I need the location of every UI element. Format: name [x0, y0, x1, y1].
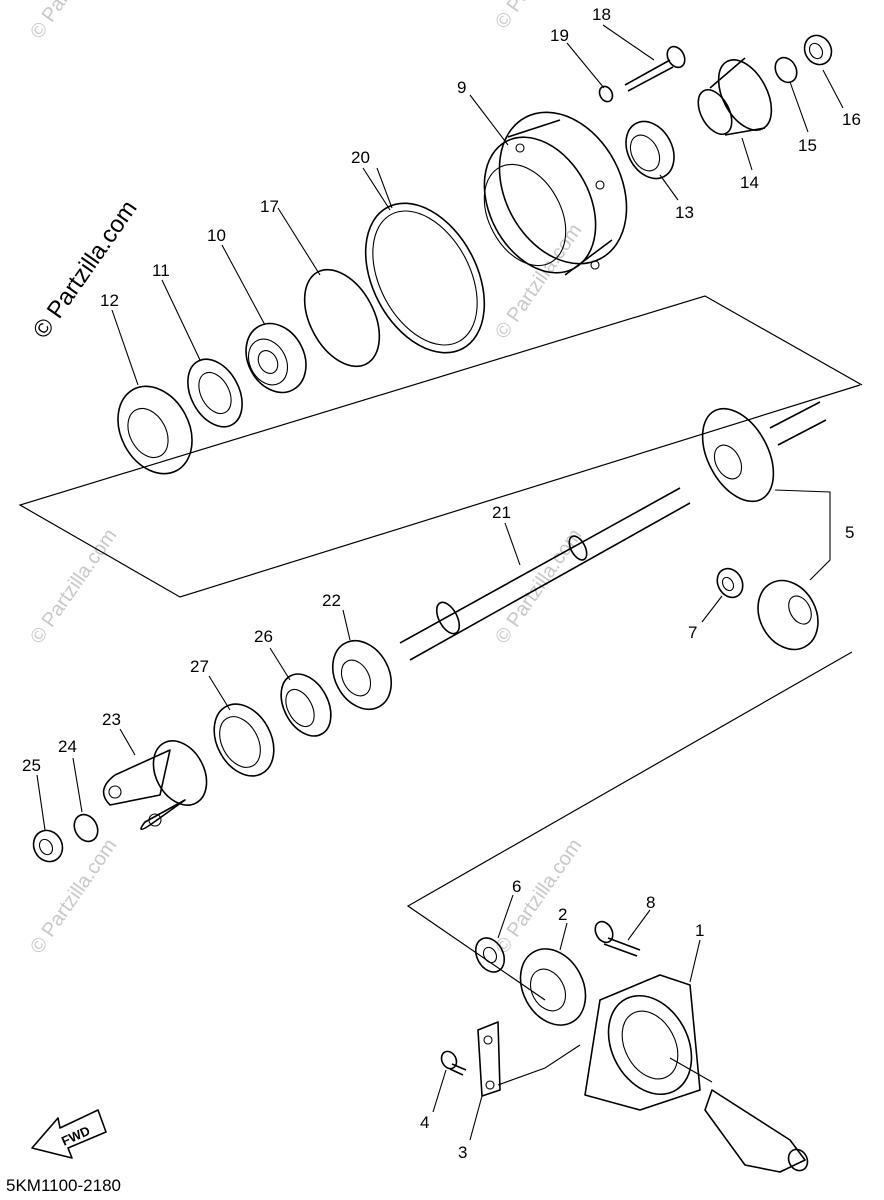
assembly-frames: [18, 295, 863, 1001]
part-7-nut: [716, 567, 744, 599]
callout-16: 16: [842, 110, 861, 129]
watermark-mid-upper: © Partzilla.com: [491, 220, 586, 343]
callout-9: 9: [457, 78, 466, 97]
callout-1: 1: [695, 921, 704, 940]
part-4-screw: [440, 1050, 467, 1076]
callout-17: 17: [260, 197, 279, 216]
callout-15: 15: [798, 136, 817, 155]
part-22-bearing: [331, 639, 393, 711]
callout-12: 12: [100, 291, 119, 310]
callout-14: 14: [740, 173, 759, 192]
part-18-bolt: [624, 45, 686, 92]
diagram-code: 5KM1100-2180: [6, 1176, 121, 1195]
part-27-seal: [213, 703, 275, 777]
part-3-bracket: [477, 1021, 581, 1097]
part-23-yoke: [102, 740, 208, 831]
part-20-gasket: [364, 202, 486, 354]
watermark-left-low: © Partzilla.com: [26, 835, 121, 958]
part-5-gear-set: [701, 401, 831, 651]
part-14-coupling: [697, 57, 773, 136]
callout-24: 24: [58, 737, 77, 756]
part-11-nut: [187, 358, 243, 428]
callout-27: 27: [190, 657, 209, 676]
callout-8: 8: [646, 893, 655, 912]
callout-22: 22: [322, 591, 341, 610]
part-8-bolt: [594, 920, 641, 957]
output-shaft: [704, 1089, 809, 1173]
part-10-bearing: [245, 322, 307, 394]
callout-25: 25: [22, 756, 41, 775]
callout-11: 11: [152, 261, 170, 280]
fwd-arrow-icon: FWD: [31, 1109, 107, 1159]
callout-4: 4: [420, 1113, 429, 1132]
part-26-nut: [280, 673, 332, 737]
leader-lines: [36, 24, 844, 1141]
part-13-bearing: [625, 120, 675, 180]
callout-23: 23: [102, 710, 121, 729]
watermark-left-mid: © Partzilla.com: [26, 525, 121, 648]
part-9-housing: [483, 111, 628, 276]
callout-20: 20: [351, 148, 370, 167]
lower-frame: [406, 651, 853, 1001]
part-21-shaft: [399, 487, 691, 661]
callout-2: 2: [558, 905, 567, 924]
callout-6: 6: [512, 877, 521, 896]
callout-7: 7: [688, 623, 697, 642]
watermark-mid: © Partzilla.com: [491, 525, 586, 648]
callouts: 18 19 9 16 15 14 13 20 17 10 11 12 21 5 …: [22, 5, 861, 1162]
callout-13: 13: [675, 203, 694, 222]
watermark-mid-low: © Partzilla.com: [491, 835, 586, 958]
watermark-top-left: © Partzilla.com: [26, 0, 121, 43]
callout-26: 26: [254, 627, 273, 646]
callout-3: 3: [458, 1143, 467, 1162]
callout-18: 18: [592, 5, 611, 24]
upper-frame: [18, 295, 863, 598]
part-6-washer: [474, 937, 506, 973]
callout-5: 5: [845, 523, 854, 542]
part-16-nut: [803, 34, 833, 66]
callout-19: 19: [550, 26, 569, 45]
watermark-left: © Partzilla.com: [28, 195, 143, 343]
watermark-top-mid: © Partzilla.com: [491, 0, 586, 33]
part-19-washer: [598, 85, 614, 103]
part-12-seal: [117, 385, 193, 475]
part-24-washer: [73, 813, 99, 843]
part-1-housing: [584, 974, 713, 1111]
callout-10: 10: [207, 226, 226, 245]
part-15-washer: [774, 56, 798, 84]
callout-21: 21: [492, 503, 511, 522]
part-25-nut: [32, 829, 64, 863]
part-2-bearing: [519, 948, 587, 1026]
